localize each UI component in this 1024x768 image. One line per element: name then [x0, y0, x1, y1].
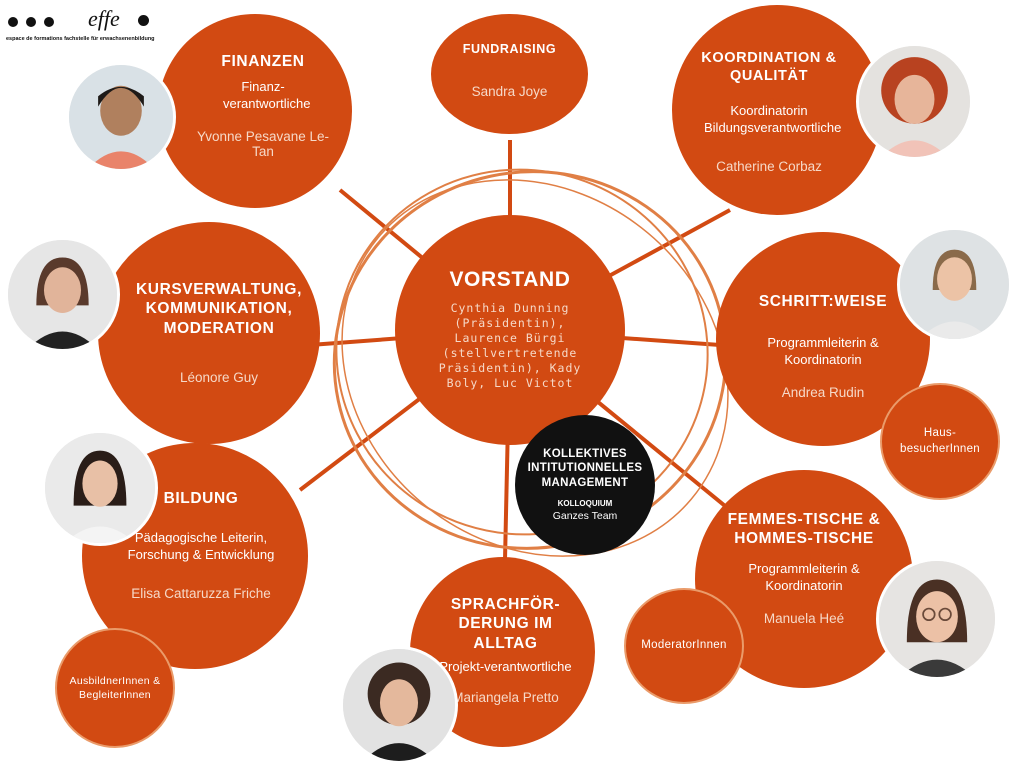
- bildung-title: BILDUNG: [163, 490, 239, 507]
- femmes-title: FEMMES-TISCHE & HOMMES-TISCHE: [727, 511, 881, 548]
- koordination-circle: KOORDINATION & QUALITÄT Koordinatorin Bi…: [672, 5, 882, 215]
- bildung-portrait: [42, 430, 158, 546]
- bildung-name: Elisa Cattaruzza Friche: [131, 586, 271, 602]
- schritt-name: Andrea Rudin: [781, 385, 865, 401]
- vorstand-title: VORSTAND: [449, 268, 571, 291]
- logo-dot-end: [138, 15, 149, 26]
- hausbesucher-circle: Haus-besucherInnen: [880, 383, 1000, 500]
- ausbildner-label: AusbildnerInnen & BegleiterInnen: [69, 674, 161, 701]
- femmes-role: Programmleiterin & Koordinatorin: [748, 560, 860, 593]
- vorstand-members: Cynthia Dunning (Präsidentin), Laurence …: [438, 301, 582, 390]
- kollektiv-team: Ganzes Team: [552, 510, 618, 523]
- koordination-title: KOORDINATION & QUALITÄT: [701, 50, 837, 85]
- schritt-role: Programmleiterin & Koordinatorin: [767, 335, 879, 368]
- sprach-role: Projekt-verantwortliche: [439, 659, 572, 675]
- hausbesucher-label: Haus-besucherInnen: [900, 426, 980, 455]
- effe-logo[interactable]: effe espace de formations fachstelle für…: [6, 6, 156, 46]
- moderator-circle: ModeratorInnen: [624, 588, 744, 704]
- kursverwaltung-title: KURSVERWALTUNG, KOMMUNIKATION, MODERATIO…: [135, 281, 302, 337]
- moderator-label: ModeratorInnen: [641, 639, 727, 652]
- sprach-title: SPRACHFÖR-DERUNG IM ALLTAG: [450, 596, 561, 652]
- kollektiv-title: KOLLEKTIVES INTITUTIONNELLES MANAGEMENT: [527, 448, 643, 489]
- kursverwaltung-portrait: [5, 237, 120, 352]
- kursverwaltung-name: Léonore Guy: [179, 370, 259, 386]
- finanzen-name: Yvonne Pesavane Le-Tan: [196, 129, 330, 160]
- logo-dots: [8, 14, 62, 32]
- bildung-role: Pädagogische Leiterin, Forschung & Entwi…: [127, 530, 275, 563]
- sprach-portrait: [340, 646, 458, 764]
- femmes-portrait: [876, 558, 998, 680]
- fundraising-name: Sandra Joye: [471, 83, 548, 99]
- fundraising-title: FUNDRAISING: [462, 42, 557, 56]
- kollektiv-sub: KOLLOQUIUM: [557, 499, 613, 509]
- koordination-name: Catherine Corbaz: [716, 159, 822, 175]
- schritt-title: SCHRITT:WEISE: [758, 293, 888, 310]
- kollektiv-circle: KOLLEKTIVES INTITUTIONNELLES MANAGEMENT …: [515, 415, 655, 555]
- koordination-role: Koordinatorin Bildungsverantwortliche: [704, 103, 842, 136]
- femmes-name: Manuela Heé: [763, 610, 845, 626]
- finanzen-circle: FINANZEN Finanz-verantwortliche Yvonne P…: [158, 14, 352, 208]
- finanzen-portrait: [66, 62, 176, 172]
- logo-tagline: espace de formations fachstelle für erwa…: [6, 36, 155, 42]
- fundraising-circle: FUNDRAISING Sandra Joye: [431, 14, 588, 134]
- koordination-portrait: [856, 43, 973, 160]
- finanzen-role: Finanz-verantwortliche: [223, 79, 311, 112]
- schritt-portrait: [897, 227, 1012, 342]
- vorstand-circle: VORSTAND Cynthia Dunning (Präsidentin), …: [395, 215, 625, 445]
- sprach-name: Mariangela Pretto: [452, 690, 559, 706]
- ausbildner-circle: AusbildnerInnen & BegleiterInnen: [55, 628, 175, 748]
- finanzen-title: FINANZEN: [221, 53, 305, 70]
- kursverwaltung-circle: KURSVERWALTUNG, KOMMUNIKATION, MODERATIO…: [98, 222, 320, 444]
- logo-wordmark: effe: [88, 6, 120, 31]
